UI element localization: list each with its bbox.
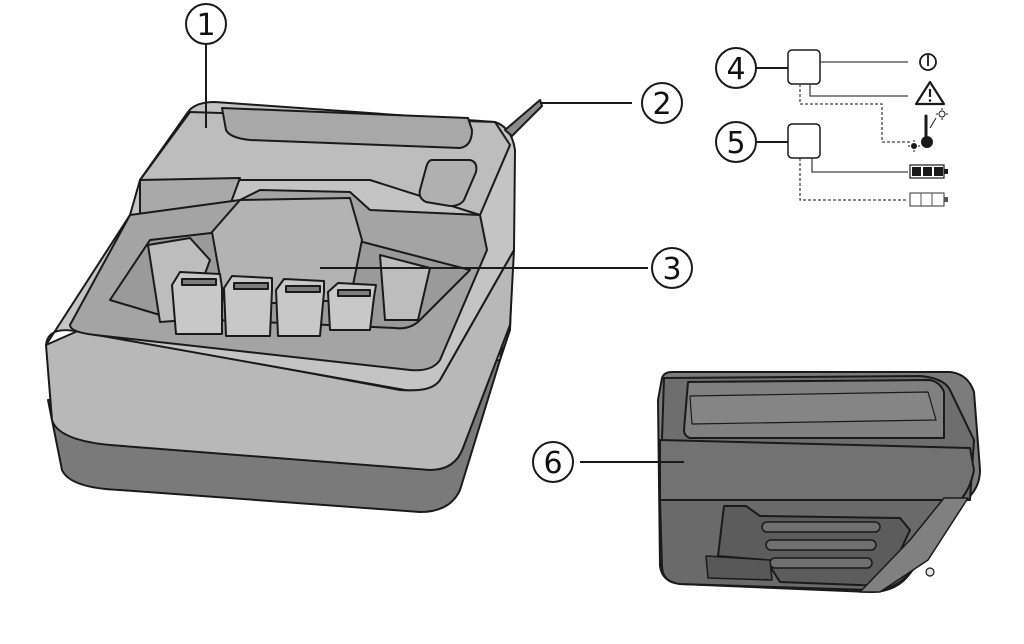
callout-6-label: 6 (543, 446, 562, 481)
callout-4-label: 4 (726, 52, 745, 87)
callout-2: 2 (641, 82, 683, 124)
charger-right-rail (379, 254, 431, 321)
battery-grip-ribs (761, 521, 881, 569)
terminal-1 (171, 271, 223, 335)
temperature-icon (908, 108, 948, 152)
terminal-3 (275, 278, 325, 337)
callout-4: 4 (715, 47, 757, 89)
status-indicator-power (787, 49, 821, 85)
callout-3: 3 (651, 247, 693, 289)
charger-leaders (205, 44, 648, 269)
charger-handle-slot (221, 107, 473, 149)
callout-1-label: 1 (196, 8, 215, 43)
battery-side-bevel (859, 497, 969, 593)
callout-6: 6 (532, 441, 574, 483)
warning-triangle-icon (914, 80, 946, 106)
callout-5-label: 5 (726, 126, 745, 161)
battery-full-icon (909, 164, 948, 179)
battery-vent-hole (925, 567, 935, 577)
terminal-slot-1 (181, 278, 217, 286)
terminal-slot-3 (285, 285, 321, 293)
terminal-slot-2 (233, 282, 269, 290)
terminal-2 (223, 275, 273, 337)
power-cable (504, 99, 543, 137)
terminal-slot-4 (337, 289, 371, 297)
grip-rib-1 (761, 521, 881, 533)
callout-2-label: 2 (652, 87, 671, 122)
terminal-slots (181, 278, 371, 297)
battery-pack (657, 371, 981, 593)
grip-rib-2 (765, 539, 877, 551)
battery-latch (705, 555, 773, 581)
grip-rib-3 (769, 557, 873, 569)
callout-1: 1 (185, 3, 227, 45)
charger-button (418, 159, 478, 207)
callout-3-label: 3 (662, 252, 681, 287)
battery-mid-band (659, 439, 975, 501)
indicator-legend: 4 (715, 47, 948, 207)
battery-top-ridge (689, 391, 937, 425)
charger (45, 99, 543, 513)
battery-empty-icon (909, 192, 948, 207)
status-indicator-charge (787, 123, 821, 159)
power-symbol-icon (919, 53, 937, 71)
callout-5: 5 (715, 121, 757, 163)
